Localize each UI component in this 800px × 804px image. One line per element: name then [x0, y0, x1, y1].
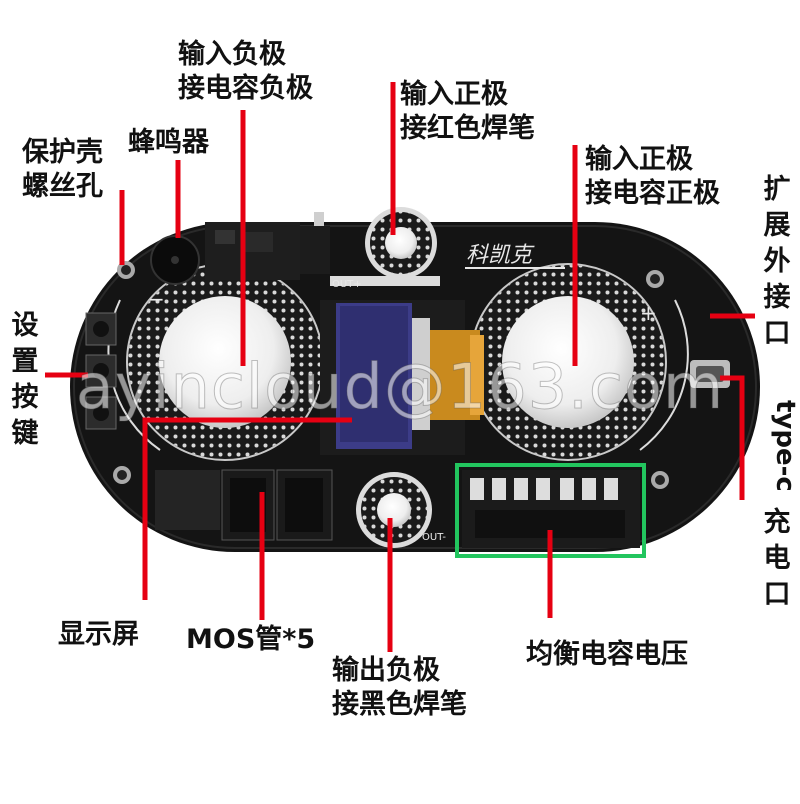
top-solder-pad: [365, 207, 437, 279]
label-buzzer: 蜂鸣器: [128, 127, 209, 158]
label-neg-input: 输入负极 接电容负极: [178, 39, 313, 104]
silk-plus: +: [640, 301, 657, 325]
right-capacitor-pad: [469, 263, 667, 461]
label-balance: 均衡电容电压: [526, 639, 688, 670]
label-display: 显示屏: [58, 619, 139, 650]
label-pos-input-red: 输入正极 接红色焊笔: [400, 79, 535, 144]
pointer-display: [142, 417, 352, 600]
mos-transistors: [155, 469, 333, 541]
silk-out-plus: OUT+: [332, 279, 362, 290]
label-pos-input-cap: 输入正极 接电容正极: [585, 144, 720, 209]
pointer-lines: [45, 82, 755, 652]
screw-holes: [113, 261, 669, 489]
oled-display: [320, 300, 484, 455]
silk-minus: −: [148, 287, 165, 311]
label-typec-charge: 充 电 口: [763, 507, 791, 610]
settings-buttons: [85, 312, 117, 430]
bottom-solder-pad: [356, 472, 432, 548]
brand-silk: 科凯克: [466, 243, 535, 268]
label-expansion-port: 扩 展 外 接 口: [763, 174, 791, 349]
balance-resistors: [462, 470, 640, 548]
label-screw-hole: 保护壳 螺丝孔: [22, 137, 103, 202]
pointer-typec: [720, 375, 745, 500]
label-output-neg: 输出负极 接黑色焊笔: [332, 655, 467, 720]
silk-out-minus: OUT-: [422, 532, 446, 543]
label-typec: type-c: [770, 400, 800, 492]
label-settings-key: 设 置 按 键: [11, 310, 39, 449]
label-mos: MOS管*5: [186, 624, 316, 655]
